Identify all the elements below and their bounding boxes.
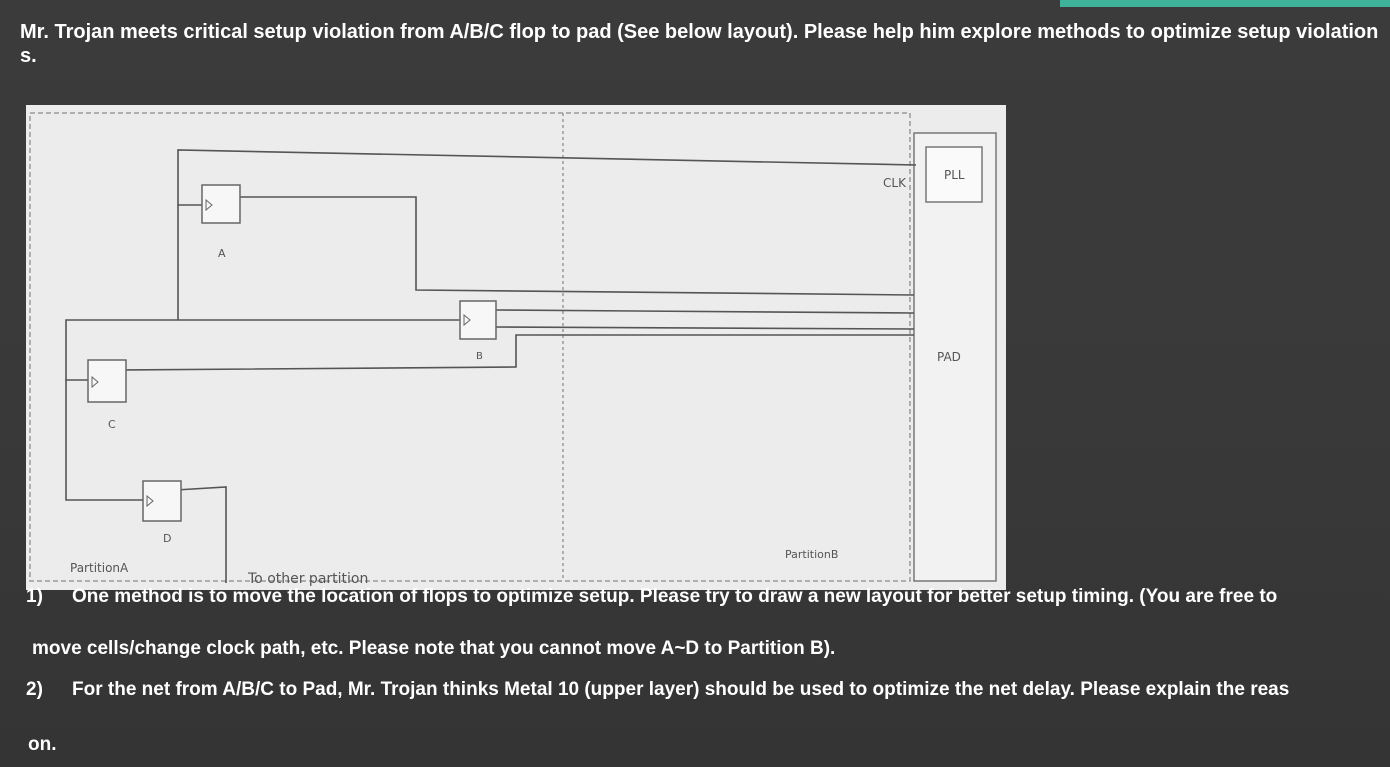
question-2-number: 2) (26, 679, 43, 700)
pll-label: PLL (944, 168, 965, 182)
net-c-to-pad (123, 334, 914, 371)
question-1-line-1: One method is to move the location of fl… (72, 586, 1278, 607)
clk-label: CLK (883, 176, 907, 190)
clock-net-d (65, 380, 146, 501)
question-1: 1) One method is to move the location of … (26, 582, 1277, 612)
net-b-to-pad-2 (495, 326, 915, 330)
pad-label: PAD (937, 350, 961, 364)
net-b-to-pad-1 (495, 309, 915, 314)
layout-diagram: CLK PLL PAD A B C D PartitionA Partition… (29, 112, 997, 587)
question-2-line-2: on. (28, 734, 57, 755)
question-1-number: 1) (26, 586, 43, 607)
partition-boundary (29, 112, 911, 582)
flop-d (142, 480, 182, 522)
clock-net-c (65, 205, 179, 381)
partition-b-label: PartitionB (785, 548, 838, 561)
question-text: Mr. Trojan meets critical setup violatio… (20, 21, 1379, 67)
flop-a-label: A (218, 247, 226, 260)
flop-d-label: D (163, 532, 171, 545)
flop-c (87, 359, 127, 403)
pad-ring (913, 132, 997, 582)
question-2-line-1: For the net from A/B/C to Pad, Mr. Troja… (72, 679, 1290, 700)
layout-figure: CLK PLL PAD A B C D PartitionA Partition… (26, 105, 1006, 590)
flop-c-label: C (108, 418, 116, 431)
clock-net-a (177, 149, 917, 206)
flop-a (201, 184, 241, 224)
partition-a-label: PartitionA (70, 561, 129, 575)
flop-b-label: B (476, 351, 483, 362)
question-1-line-2: move cells/change clock path, etc. Pleas… (32, 638, 836, 659)
flop-b (459, 300, 497, 340)
question-2: 2) For the net from A/B/C to Pad, Mr. Tro… (26, 675, 1289, 705)
net-a-to-pad (240, 196, 915, 296)
window-accent-bar (1060, 0, 1390, 7)
to-other-partition-label: To other partition (247, 571, 368, 587)
net-d-to-other (175, 486, 227, 583)
pll-block (925, 146, 983, 203)
